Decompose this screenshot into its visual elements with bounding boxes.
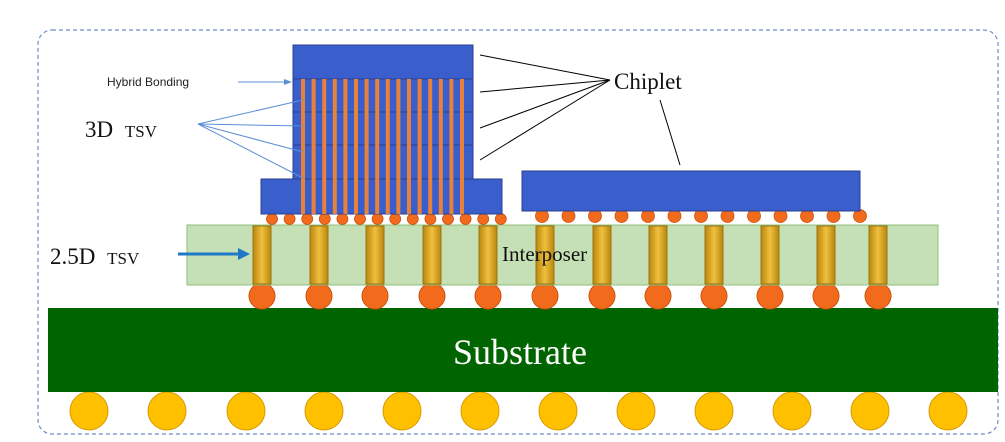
package-outline bbox=[37, 29, 999, 435]
tsv-25d-pillar bbox=[816, 225, 836, 285]
tsv-3d-stripe bbox=[364, 79, 369, 214]
tsv-25d-pillar bbox=[648, 225, 668, 285]
micro-bump bbox=[424, 213, 437, 225]
solder-ball bbox=[382, 391, 422, 431]
solder-ball bbox=[928, 391, 968, 431]
micro-bump bbox=[459, 213, 472, 225]
tsv-25d-pillar bbox=[309, 225, 329, 285]
micro-bump bbox=[336, 213, 349, 225]
micro-bump bbox=[442, 213, 454, 225]
tsv-25d-pillar bbox=[760, 225, 780, 285]
base-die bbox=[260, 178, 503, 215]
chiplet-label: Chiplet bbox=[614, 69, 682, 94]
solder-ball bbox=[850, 391, 890, 431]
solder-ball bbox=[460, 391, 500, 431]
tsv-3d-stripe bbox=[428, 79, 433, 214]
tsv-25d-pillar bbox=[365, 225, 385, 285]
interposer-label: Interposer bbox=[502, 242, 587, 266]
tsv-3d-stripe bbox=[301, 79, 305, 214]
tsv-25d-pillar bbox=[868, 225, 888, 285]
solder-ball bbox=[616, 391, 656, 431]
tsv-3d-stripe bbox=[332, 79, 337, 214]
tsv-3d-stripe bbox=[343, 79, 348, 214]
micro-bump bbox=[301, 213, 314, 225]
c4-bump bbox=[644, 282, 672, 310]
tsv-3d-stripe bbox=[407, 79, 411, 214]
tsv-25d-prefix: 2.5D bbox=[50, 244, 95, 269]
tsv-3d-stripe bbox=[354, 79, 358, 214]
tsv-25d-pillar bbox=[704, 225, 724, 285]
micro-bump bbox=[494, 213, 507, 225]
solder-ball bbox=[538, 391, 578, 431]
solder-ball-row bbox=[69, 391, 968, 431]
tsv-25d-pillar bbox=[592, 225, 612, 285]
solder-ball bbox=[226, 391, 266, 431]
c4-bump bbox=[756, 282, 784, 310]
c4-bump bbox=[700, 282, 728, 310]
tsv-25d-suffix: TSV bbox=[107, 249, 140, 268]
tsv-25d-arrow bbox=[178, 248, 250, 260]
top-die bbox=[292, 44, 474, 80]
c4-bump bbox=[531, 282, 559, 310]
tsv-3d-stripe bbox=[460, 79, 464, 214]
micro-bump bbox=[266, 213, 278, 225]
solder-ball bbox=[694, 391, 734, 431]
c4-bump bbox=[474, 282, 502, 310]
tsv-25d-pillar bbox=[478, 225, 498, 285]
c4-bump bbox=[864, 282, 892, 310]
micro-bump bbox=[283, 213, 296, 225]
solder-ball bbox=[304, 391, 344, 431]
stack-die-1 bbox=[292, 144, 474, 180]
hybrid-bonding-arrow bbox=[238, 79, 292, 85]
tsv-3d-stripes bbox=[301, 79, 464, 214]
tsv-3d-stripe bbox=[375, 79, 380, 214]
tsv-3d-stripe bbox=[417, 79, 422, 214]
c4-bump bbox=[418, 282, 446, 310]
tsv-25d-row bbox=[252, 225, 888, 285]
substrate-label: Substrate bbox=[453, 332, 587, 372]
tsv-3d-stripe bbox=[438, 79, 443, 214]
c4-bump-row bbox=[248, 282, 892, 310]
solder-ball bbox=[69, 391, 109, 431]
hybrid-bonding-label: Hybrid Bonding bbox=[107, 75, 189, 89]
tsv-3d-leaders bbox=[197, 99, 304, 179]
c4-bump bbox=[305, 282, 333, 310]
micro-bump bbox=[477, 213, 490, 225]
c4-bump bbox=[812, 282, 840, 310]
stack-die-2 bbox=[292, 111, 474, 146]
tsv-3d-label: 3D TSV bbox=[85, 117, 158, 142]
chiplet-2d bbox=[521, 170, 861, 212]
c4-bump bbox=[361, 282, 389, 310]
tsv-25d-pillar bbox=[535, 225, 555, 285]
solder-ball bbox=[772, 391, 812, 431]
micro-bump bbox=[318, 213, 331, 225]
tsv-3d-stripe bbox=[396, 79, 401, 214]
micro-bump bbox=[406, 213, 419, 225]
micro-bump-row bbox=[266, 209, 867, 225]
micro-bump bbox=[389, 213, 402, 225]
tsv-3d-stripe bbox=[311, 79, 316, 214]
micro-bump bbox=[371, 213, 384, 225]
chiplet-3d-stack bbox=[260, 44, 503, 215]
tsv-25d-pillar bbox=[422, 225, 442, 285]
tsv-25d-pillar bbox=[252, 225, 272, 285]
chiplet-leaders bbox=[479, 54, 681, 166]
c4-bump bbox=[248, 282, 276, 310]
stack-die-3 bbox=[292, 78, 474, 113]
tsv-3d-prefix: 3D bbox=[85, 117, 113, 142]
tsv-3d-stripe bbox=[385, 79, 390, 214]
tsv-3d-suffix: TSV bbox=[125, 122, 158, 141]
tsv-25d-label: 2.5D TSV bbox=[50, 244, 140, 269]
solder-ball bbox=[147, 391, 187, 431]
c4-bump bbox=[588, 282, 616, 310]
micro-bump bbox=[354, 213, 366, 225]
substrate bbox=[48, 308, 998, 392]
tsv-3d-stripe bbox=[449, 79, 454, 214]
tsv-3d-stripe bbox=[322, 79, 327, 214]
